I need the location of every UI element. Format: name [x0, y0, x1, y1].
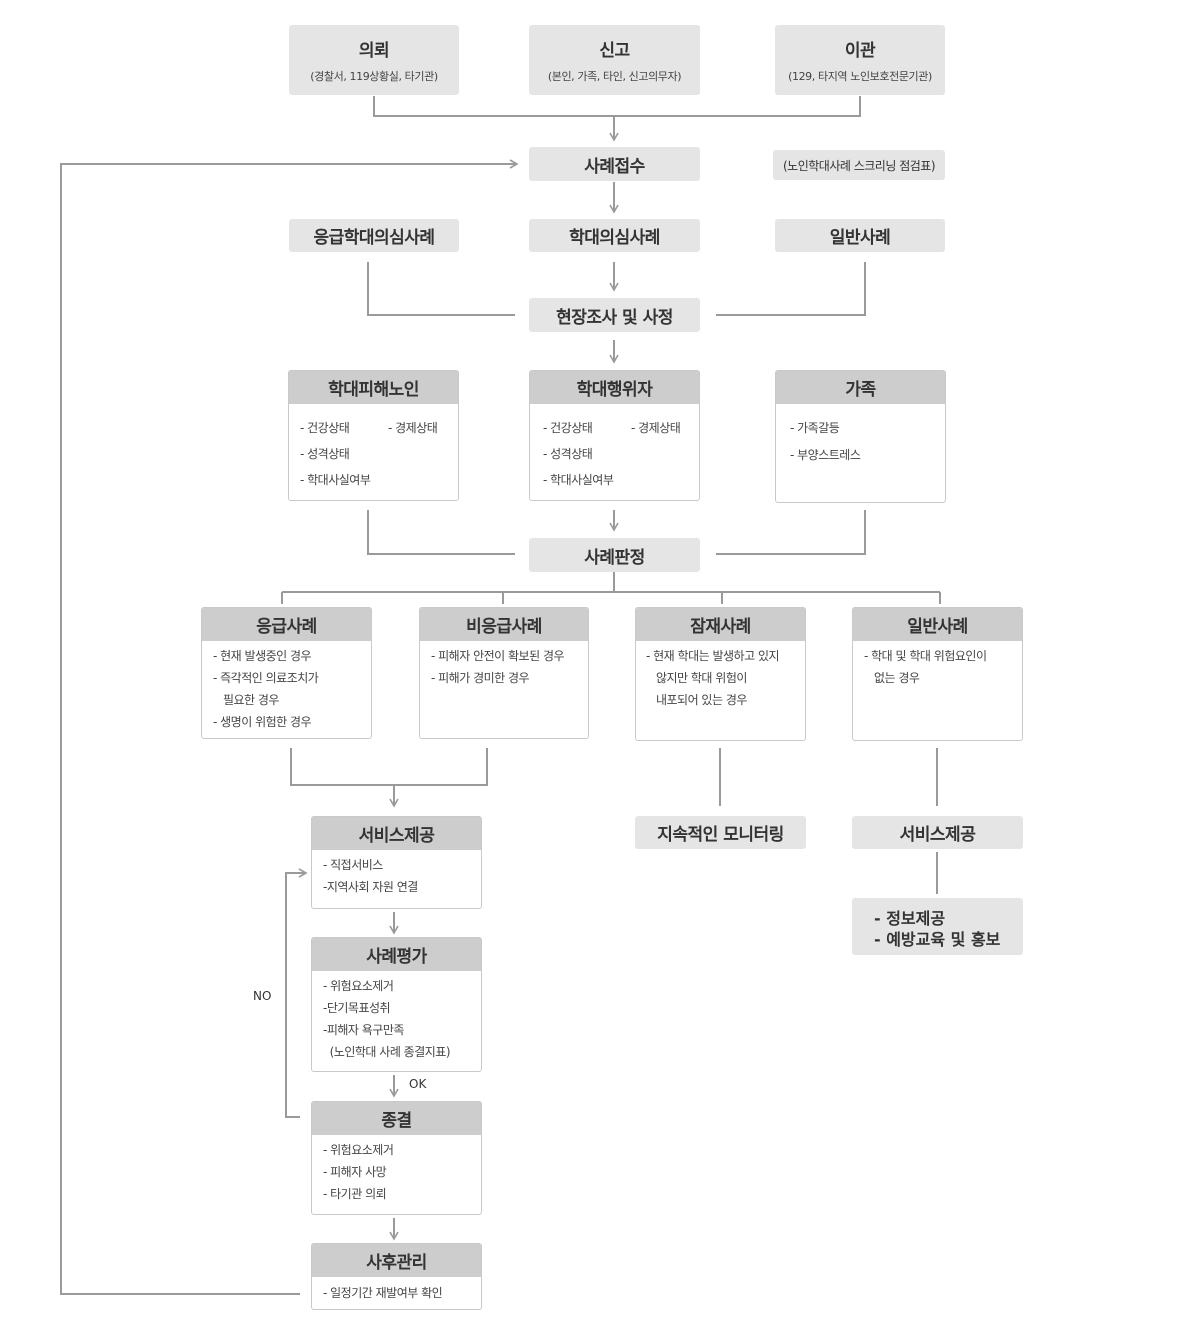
- perpetrator-item: - 성격상태: [543, 447, 593, 461]
- report-box: 신고 (본인, 가족, 타인, 신고의무자): [529, 25, 700, 95]
- service-title: 서비스제공: [312, 817, 481, 850]
- service-card: 서비스제공 - 직접서비스 -지역사회 자원 연결: [311, 816, 482, 909]
- service-item: - 직접서비스: [323, 858, 383, 872]
- general-item: - 학대 및 학대 위험요인이: [864, 649, 987, 663]
- general-service-item: - 정보제공: [874, 909, 946, 928]
- emergency-item: - 생명이 위험한 경우: [213, 715, 312, 729]
- victim-title: 학대피해노인: [289, 371, 458, 404]
- closure-item: - 타기관 의뢰: [323, 1187, 387, 1201]
- no-loop-line: [285, 868, 308, 1118]
- potential-item: - 현재 학대는 발생하고 있지: [646, 649, 780, 663]
- aftercare-item: - 일정기간 재발여부 확인: [323, 1286, 443, 1300]
- suspected-label: 학대의심사례: [569, 228, 660, 248]
- aftercare-card: 사후관리 - 일정기간 재발여부 확인: [311, 1243, 482, 1310]
- transfer-sub: (129, 타지역 노인보호전문기관): [788, 70, 932, 83]
- no-label: NO: [253, 989, 272, 1003]
- general-case-label: 일반사례: [829, 228, 891, 248]
- intake-title: 사례접수: [584, 156, 645, 177]
- emergency-item: 필요한 경우: [213, 693, 280, 707]
- victim-item: - 경제상태: [388, 421, 438, 435]
- general-card: 일반사례 - 학대 및 학대 위험요인이 없는 경우: [852, 607, 1023, 741]
- evaluation-item: - 위험요소제거: [323, 979, 394, 993]
- evaluation-item: (노인학대 사례 종결지표): [323, 1045, 451, 1059]
- top-merge-line: [373, 96, 861, 117]
- emergency-item: - 현재 발생중인 경우: [213, 649, 312, 663]
- report-title: 신고: [599, 41, 630, 61]
- feedback-loop-line: [60, 159, 519, 1295]
- general-item: 없는 경우: [864, 671, 920, 685]
- general-title: 일반사례: [853, 608, 1022, 641]
- request-title: 의뢰: [358, 41, 390, 61]
- emergency-suspected-box: 응급학대의심사례: [289, 219, 459, 252]
- victim-card: 학대피해노인 - 건강상태 - 경제상태 - 성격상태 - 학대사실여부: [288, 370, 459, 501]
- closure-item: - 위험요소제거: [323, 1143, 394, 1157]
- intake-note-box: (노인학대사례 스크리닝 점검표): [773, 150, 945, 180]
- aftercare-title: 사후관리: [312, 1244, 481, 1277]
- potential-item: 않지만 학대 위험이: [646, 671, 747, 685]
- victim-item: - 학대사실여부: [300, 473, 371, 487]
- monitoring-label: 지속적인 모니터링: [657, 825, 784, 845]
- investigation-box: 현장조사 및 사정: [529, 298, 700, 332]
- family-title: 가족: [776, 371, 945, 404]
- emergency-merge-line: [290, 748, 488, 786]
- non-emergency-card: 비응급사례 - 피해자 안전이 확보된 경우 - 피해가 경미한 경우: [419, 607, 589, 739]
- emergency-item: - 즉각적인 의료조치가: [213, 671, 319, 685]
- request-sub: (경찰서, 119상황실, 타기관): [310, 70, 438, 83]
- general-case-box: 일반사례: [775, 219, 945, 252]
- general-service-item: - 예방교육 및 홍보: [874, 930, 1001, 949]
- transfer-box: 이관 (129, 타지역 노인보호전문기관): [775, 25, 945, 95]
- closure-item: - 피해자 사망: [323, 1165, 387, 1179]
- perpetrator-item: - 학대사실여부: [543, 473, 614, 487]
- non-emergency-title: 비응급사례: [420, 608, 588, 641]
- non-emergency-item: - 피해가 경미한 경우: [431, 671, 530, 685]
- evaluation-card: 사례평가 - 위험요소제거 -단기목표성취 -피해자 욕구만족 (노인학대 사례…: [311, 937, 482, 1072]
- family-card: 가족 - 가족갈등 - 부양스트레스: [775, 370, 946, 503]
- judgment-box: 사례판정: [529, 538, 700, 572]
- suspected-box: 학대의심사례: [529, 219, 700, 252]
- judgment-branch-line: [281, 572, 941, 604]
- request-box: 의뢰 (경찰서, 119상황실, 타기관): [289, 25, 459, 95]
- general-service-info-box: - 정보제공 - 예방교육 및 홍보: [852, 898, 1023, 955]
- family-item: - 부양스트레스: [790, 448, 861, 462]
- ok-label: OK: [409, 1077, 427, 1091]
- general-service-title: 서비스제공: [899, 825, 976, 845]
- victim-item: - 건강상태: [300, 421, 350, 435]
- intake-note: (노인학대사례 스크리닝 점검표): [782, 158, 936, 173]
- transfer-title: 이관: [844, 41, 876, 61]
- victim-to-judgment-line: [367, 510, 515, 555]
- monitoring-box: 지속적인 모니터링: [635, 816, 806, 849]
- investigation-label: 현장조사 및 사정: [556, 307, 673, 328]
- report-sub: (본인, 가족, 타인, 신고의무자): [547, 70, 682, 83]
- closure-card: 종결 - 위험요소제거 - 피해자 사망 - 타기관 의뢰: [311, 1101, 482, 1215]
- general-service-box: 서비스제공: [852, 816, 1023, 849]
- perpetrator-item: - 경제상태: [631, 421, 681, 435]
- family-to-judgment-line: [716, 510, 866, 555]
- perpetrator-item: - 건강상태: [543, 421, 593, 435]
- victim-item: - 성격상태: [300, 447, 350, 461]
- perpetrator-card: 학대행위자 - 건강상태 - 경제상태 - 성격상태 - 학대사실여부: [529, 370, 700, 501]
- judgment-label: 사례판정: [584, 547, 645, 568]
- closure-title: 종결: [312, 1102, 481, 1135]
- non-emergency-item: - 피해자 안전이 확보된 경우: [431, 649, 565, 663]
- emergency-title: 응급사례: [202, 608, 371, 641]
- emergency-suspected-label: 응급학대의심사례: [313, 228, 435, 248]
- potential-card: 잠재사례 - 현재 학대는 발생하고 있지 않지만 학대 위험이 내포되어 있는…: [635, 607, 806, 741]
- emergency-to-investigation-line: [367, 262, 515, 316]
- emergency-card: 응급사례 - 현재 발생중인 경우 - 즉각적인 의료조치가 필요한 경우 - …: [201, 607, 372, 739]
- general-to-investigation-line: [716, 262, 866, 316]
- evaluation-title: 사례평가: [312, 938, 481, 971]
- intake-box: 사례접수: [529, 147, 700, 181]
- evaluation-item: -피해자 욕구만족: [323, 1023, 404, 1037]
- evaluation-item: -단기목표성취: [323, 1001, 391, 1015]
- family-item: - 가족갈등: [790, 421, 840, 435]
- potential-item: 내포되어 있는 경우: [646, 693, 747, 707]
- potential-title: 잠재사례: [636, 608, 805, 641]
- perpetrator-title: 학대행위자: [530, 371, 699, 404]
- service-item: -지역사회 자원 연결: [323, 880, 418, 894]
